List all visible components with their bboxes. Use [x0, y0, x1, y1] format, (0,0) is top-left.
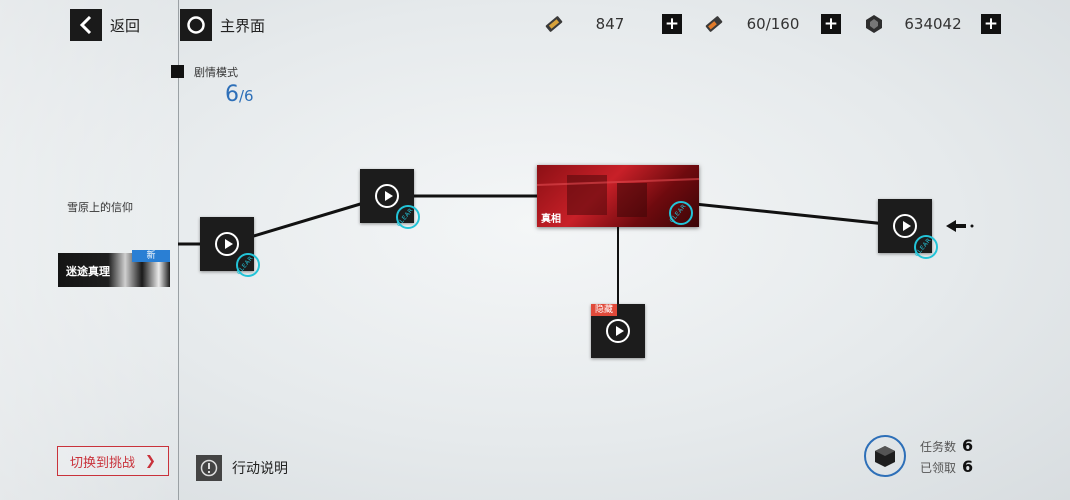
- new-badge: 新: [132, 250, 170, 262]
- ticket-value: 847: [595, 15, 625, 33]
- task-reward-panel[interactable]: 任务数 6 已领取 6: [864, 435, 973, 477]
- play-icon: [606, 319, 630, 343]
- progress-current: 6: [225, 82, 239, 107]
- claimed-count-row: 已领取 6: [920, 457, 973, 476]
- battery-icon: [703, 13, 725, 35]
- mode-label: 剧情模式: [194, 66, 238, 79]
- feature-label: 真相: [541, 214, 561, 225]
- home-label: 主界面: [220, 16, 266, 35]
- info-icon: [196, 455, 222, 481]
- stage-node-hidden[interactable]: 隐藏: [591, 304, 645, 358]
- switch-label: 切换到挑战: [70, 455, 136, 471]
- clear-stamp-icon: [914, 235, 938, 259]
- chevron-right-icon: ❯: [145, 453, 156, 469]
- task-count-value: 6: [962, 436, 974, 455]
- ticket-icon: [543, 13, 565, 35]
- chapter-item-selected[interactable]: 迷途真理 新: [58, 250, 170, 287]
- back-label: 返回: [110, 16, 141, 35]
- claimed-count-label: 已领取: [920, 461, 957, 475]
- stage-node-1[interactable]: CLEAR: [200, 217, 260, 277]
- chapter-name: 迷途真理: [66, 265, 110, 278]
- task-stats: 任务数 6 已领取 6: [920, 436, 973, 476]
- resource-ticket: 847: [543, 13, 655, 35]
- action-info-button[interactable]: 行动说明: [196, 455, 288, 481]
- add-gem-button[interactable]: +: [981, 14, 1001, 34]
- clear-stamp-icon: [669, 201, 693, 225]
- add-ticket-button[interactable]: +: [662, 14, 682, 34]
- info-label: 行动说明: [232, 461, 288, 477]
- mode-progress: 6/6: [225, 82, 254, 107]
- home-circle-icon: [180, 9, 212, 41]
- resource-gem: 634042: [863, 13, 981, 35]
- reward-crate-icon: [864, 435, 906, 477]
- stage-node-current[interactable]: CLEAR: [878, 199, 938, 259]
- feature-scene-art: [537, 175, 699, 217]
- chapter-item-snowfield[interactable]: 雪原上的信仰: [67, 201, 133, 214]
- claimed-count-value: 6: [962, 457, 974, 476]
- switch-to-challenge-button[interactable]: 切换到挑战 ❯: [57, 446, 169, 476]
- home-button[interactable]: 主界面: [180, 9, 265, 41]
- play-icon: [375, 184, 399, 208]
- clear-stamp-icon: [396, 205, 420, 229]
- battery-value: 60/160: [746, 15, 800, 33]
- add-battery-button[interactable]: +: [821, 14, 841, 34]
- stage-node-2[interactable]: CLEAR: [360, 169, 420, 229]
- back-button[interactable]: 返回: [70, 9, 140, 41]
- progress-total: /6: [239, 87, 254, 105]
- resource-battery: 60/160: [703, 13, 821, 35]
- task-count-label: 任务数: [920, 440, 957, 454]
- gem-value: 634042: [904, 15, 962, 33]
- task-count-row: 任务数 6: [920, 436, 973, 455]
- gem-icon: [863, 13, 885, 35]
- current-position-arrow-icon: [946, 220, 974, 232]
- mode-marker: [171, 65, 184, 78]
- clear-stamp-icon: [236, 253, 260, 277]
- play-icon: [893, 214, 917, 238]
- chevron-left-icon: [70, 9, 102, 41]
- stage-node-feature[interactable]: 真相 CLEAR: [537, 165, 699, 227]
- panel-divider: [178, 0, 179, 500]
- hidden-badge: 隐藏: [591, 304, 618, 316]
- play-icon: [215, 232, 239, 256]
